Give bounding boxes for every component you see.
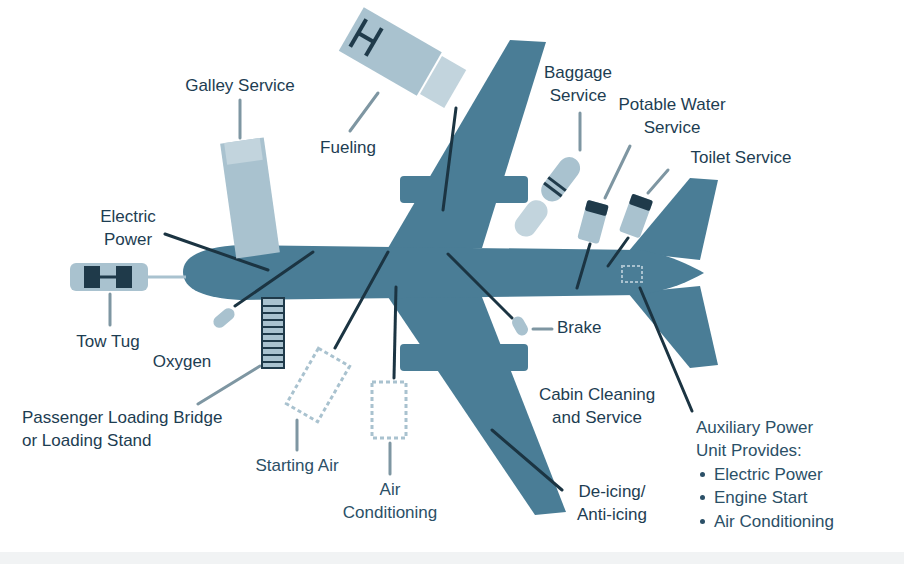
tow-bar <box>148 276 186 279</box>
service-label: Toilet Service <box>671 146 811 169</box>
tug-body <box>70 263 148 291</box>
service-label: Starting Air <box>242 454 352 477</box>
service-label: Cabin Cleaning and Service <box>527 383 667 429</box>
fuel-tank <box>339 7 442 95</box>
service-line <box>577 244 590 288</box>
service-line <box>448 254 512 318</box>
starting-air-unit <box>286 348 349 421</box>
service-label: Electric Power <box>88 205 168 251</box>
service-label: Passenger Loading Bridge or Loading Stan… <box>22 406 232 452</box>
bullet-dot <box>700 472 705 477</box>
leader-line <box>533 328 552 331</box>
engine <box>400 344 528 371</box>
service-line <box>443 108 456 210</box>
water-truck <box>577 200 609 244</box>
service-label: Oxygen <box>142 350 222 373</box>
galley-truck <box>220 138 280 259</box>
bullet-dot <box>700 519 705 524</box>
tug-detail <box>116 266 132 288</box>
baggage-cart <box>510 153 584 241</box>
service-line <box>608 238 628 266</box>
service-line <box>394 287 396 378</box>
service-label: Brake <box>557 316 637 339</box>
engine <box>400 176 528 203</box>
oxygen-cart <box>211 306 237 331</box>
brake-unit <box>510 314 530 337</box>
leader-line <box>350 93 378 131</box>
tug-detail <box>100 276 116 279</box>
leader-line <box>579 113 582 150</box>
service-label: Air Conditioning <box>338 478 443 524</box>
service-label: Potable Water Service <box>607 93 737 139</box>
leader-line <box>389 443 392 474</box>
lower-stabilizer <box>628 286 718 368</box>
service-label: Galley Service <box>160 74 320 97</box>
leader-line <box>198 366 260 404</box>
service-label: Tow Tug <box>58 330 158 353</box>
bullet-dot <box>700 495 705 500</box>
lower-wing <box>388 297 566 515</box>
service-label: De-icing/ Anti-icing <box>567 480 657 526</box>
service-label: Fueling <box>303 136 393 159</box>
leader-line <box>239 100 242 138</box>
service-label: Engine Start <box>714 486 894 509</box>
tow-tug <box>70 263 186 291</box>
truck-cab <box>420 56 466 108</box>
leader-line <box>648 170 668 193</box>
cart <box>510 196 552 241</box>
h-mark <box>350 19 382 56</box>
tug-detail <box>84 266 100 288</box>
apu-unit <box>622 266 642 282</box>
fuel-truck <box>339 7 468 110</box>
leader-line <box>605 146 630 198</box>
service-label: Air Conditioning <box>714 510 894 533</box>
service-label: Baggage Service <box>533 61 623 107</box>
truck-body <box>220 138 280 259</box>
service-label: Auxiliary Power Unit Provides: <box>696 416 836 462</box>
service-line <box>335 252 388 348</box>
toilet-truck <box>619 193 653 238</box>
cart <box>537 153 585 206</box>
air-conditioning-unit <box>372 382 406 438</box>
leader-line <box>109 294 112 325</box>
service-line <box>492 430 562 490</box>
service-label: Electric Power <box>714 463 894 486</box>
passenger-stairs <box>262 298 284 368</box>
leader-line <box>296 420 299 450</box>
truck-cab <box>224 138 263 165</box>
bottom-band <box>0 552 904 564</box>
service-lines <box>165 108 692 490</box>
